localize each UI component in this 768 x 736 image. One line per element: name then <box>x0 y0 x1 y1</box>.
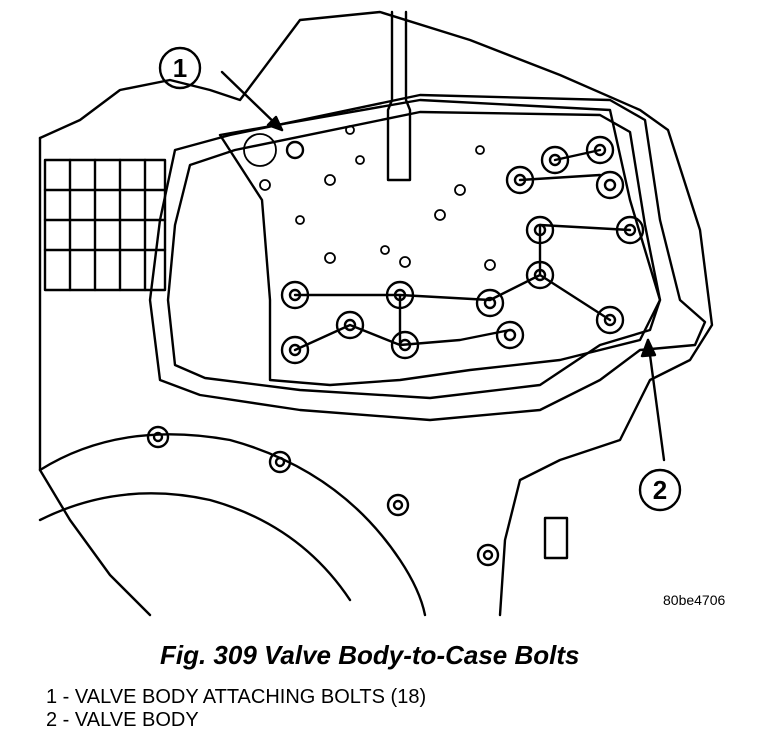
legend-separator: - <box>57 686 75 708</box>
legend-text: VALVE BODY ATTACHING BOLTS (18) <box>74 686 427 708</box>
valve-body-bolts <box>280 135 645 365</box>
case-ribs <box>43 158 167 292</box>
callout-2-number: 2 <box>653 475 667 505</box>
bell-housing-inner <box>38 492 352 602</box>
valve-body-webs <box>293 148 632 352</box>
image-code: 80be4706 <box>663 592 726 608</box>
legend-text: VALVE BODY <box>74 709 199 731</box>
valve-body-illustration: 1 2 <box>38 10 714 617</box>
legend-item: 1 - VALVE BODY ATTACHING BOLTS (18) <box>46 686 426 709</box>
case-left-wall <box>38 136 152 617</box>
callout-1 <box>158 46 284 132</box>
transmission-case-left <box>38 10 714 617</box>
pan-rail-gasket <box>148 93 707 422</box>
legend-number: 2 <box>46 709 58 731</box>
legend-number: 1 <box>46 686 58 708</box>
bell-housing <box>38 433 427 617</box>
case-bolts <box>146 425 569 567</box>
legend-item: 2 - VALVE BODY <box>46 709 199 732</box>
socket-extension-tool <box>386 10 412 182</box>
plate-holes <box>243 125 496 271</box>
legend-separator: - <box>57 709 75 731</box>
valve-body-plate <box>218 98 662 387</box>
figure-caption: Fig. 309 Valve Body-to-Case Bolts <box>160 640 580 670</box>
callout-2 <box>638 338 682 512</box>
callout-1-number: 1 <box>173 53 187 83</box>
pan-rail-inner <box>166 110 662 400</box>
